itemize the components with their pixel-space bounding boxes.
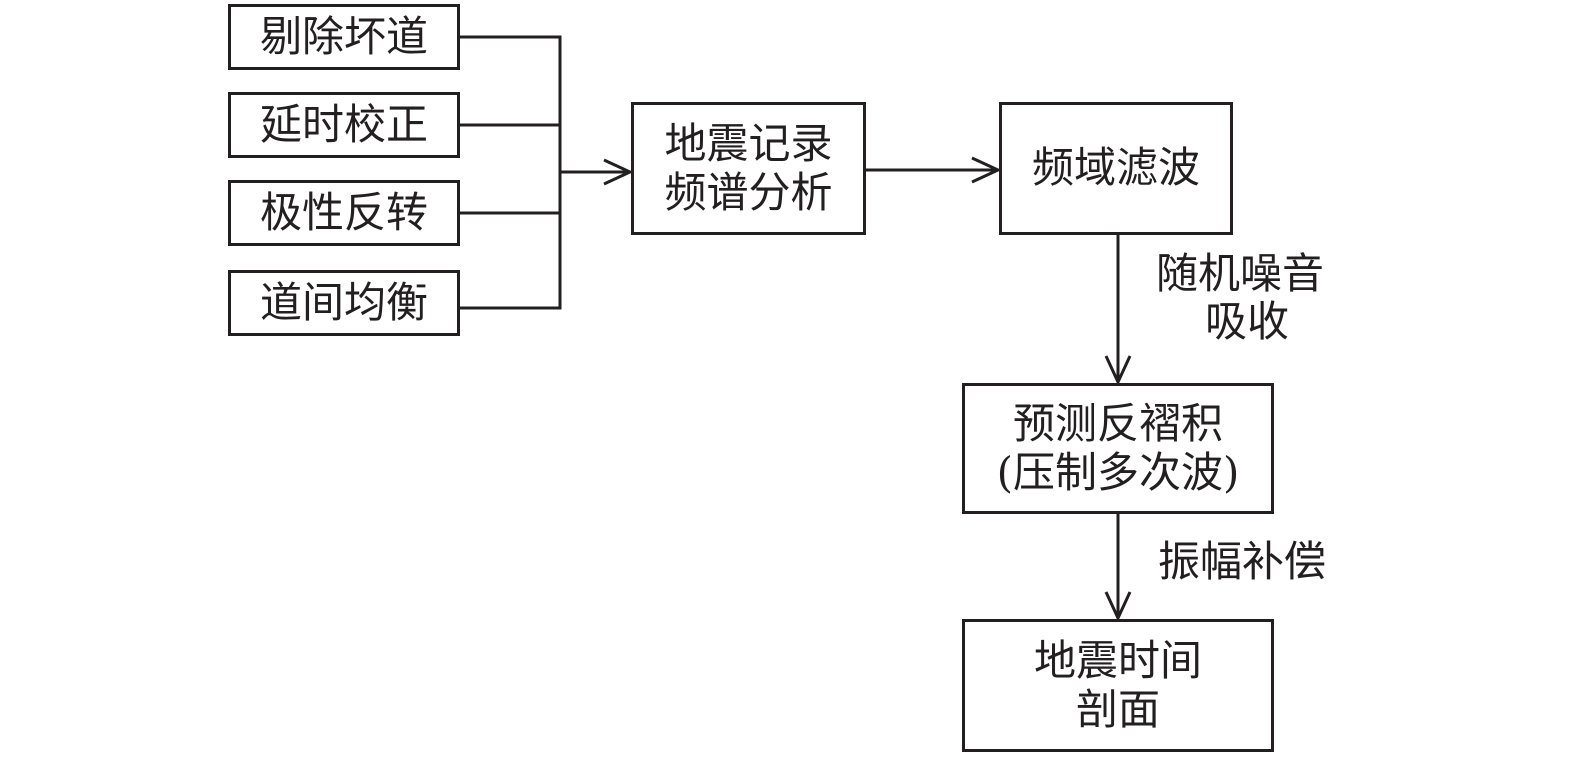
input-label: 道间均衡: [259, 277, 428, 327]
input-label: 极性反转: [259, 187, 428, 237]
arrowhead-to-deconv: [1104, 355, 1132, 386]
input-label: 剔除坏道: [259, 11, 428, 61]
input-box-delay-correction: 延时校正: [228, 92, 460, 158]
spectrum-analysis-box: 地震记录 频谱分析: [631, 102, 866, 235]
amplitude-compensation-label: 振幅补偿: [1142, 537, 1342, 586]
input-label: 延时校正: [259, 99, 428, 149]
input-box-remove-bad-traces: 剔除坏道: [228, 4, 460, 70]
section-line-2: 剖面: [1075, 684, 1160, 734]
input-box-trace-balancing: 道间均衡: [228, 270, 460, 336]
arrowhead-to-filter: [971, 156, 1002, 184]
arrowhead-to-spectrum: [603, 158, 634, 186]
section-line-1: 地震时间: [1033, 636, 1202, 686]
filter-label: 频域滤波: [1031, 143, 1200, 193]
predictive-deconvolution-box: 预测反褶积 (压制多次波): [962, 383, 1274, 514]
noise-line-2: 吸收: [1204, 297, 1289, 347]
noise-line-1: 随机噪音: [1155, 249, 1324, 298]
noise-absorption-label: 随机噪音 吸收: [1140, 249, 1340, 347]
seismic-time-section-box: 地震时间 剖面: [962, 619, 1274, 752]
deconv-line-2: (压制多次波): [996, 447, 1240, 497]
deconv-line-1: 预测反褶积: [1012, 399, 1223, 449]
frequency-filter-box: 频域滤波: [999, 102, 1233, 235]
input-box-polarity-reversal: 极性反转: [228, 180, 460, 246]
spectrum-line-1: 地震记录: [664, 119, 833, 169]
amp-label: 振幅补偿: [1157, 537, 1326, 586]
arrowhead-to-section: [1104, 591, 1132, 622]
spectrum-line-2: 频谱分析: [664, 167, 833, 217]
